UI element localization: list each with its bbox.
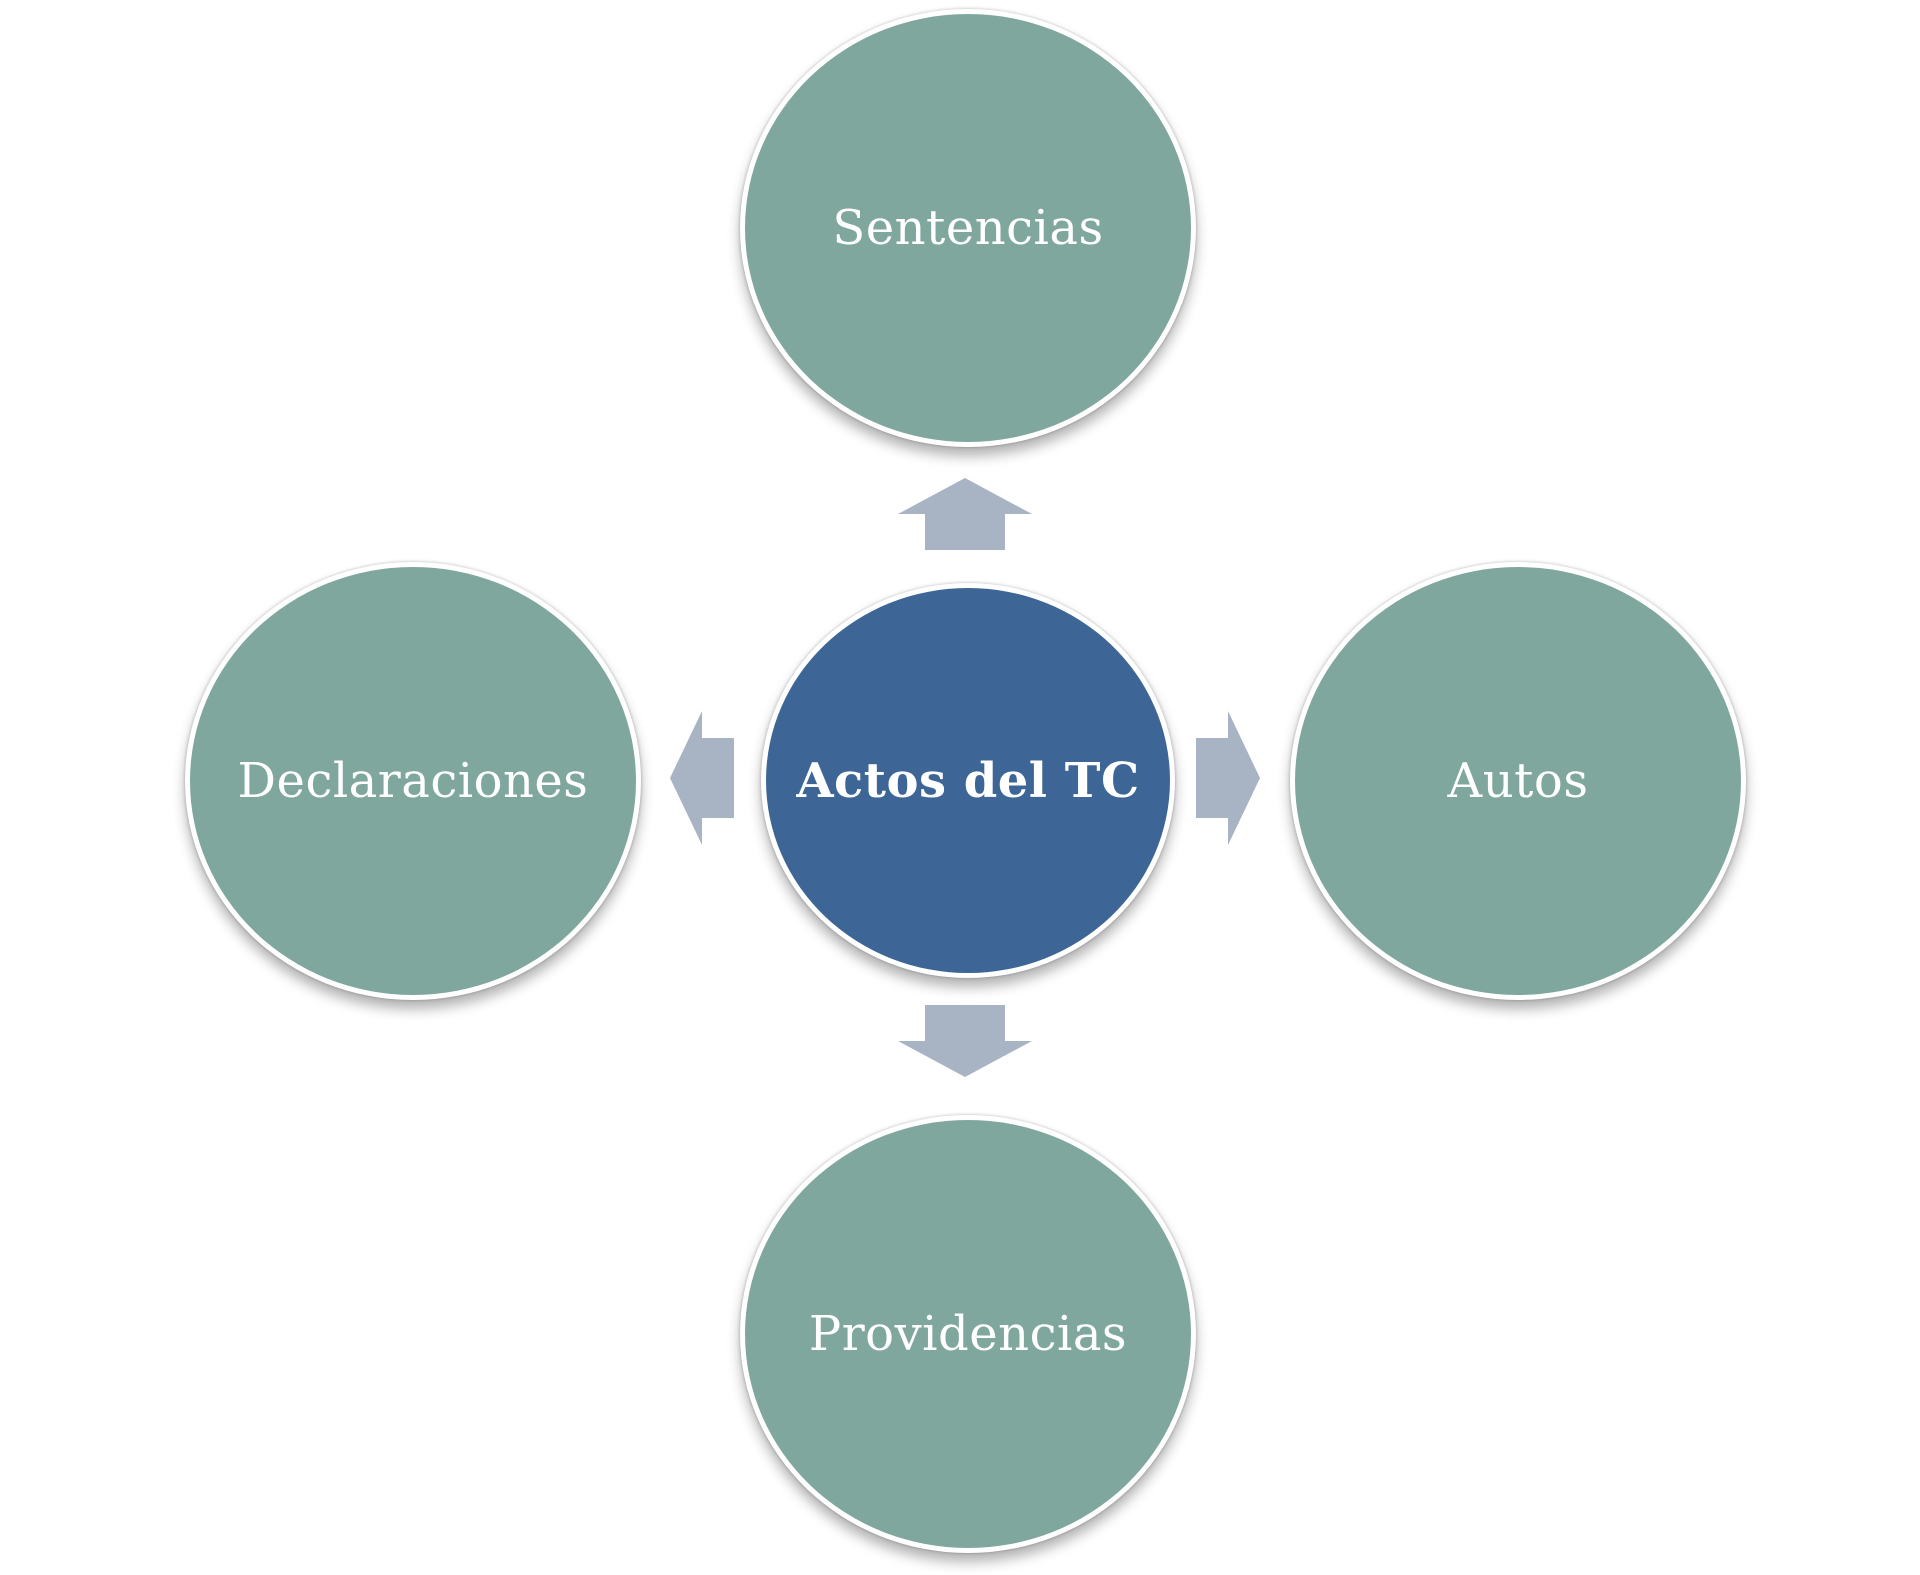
arrow-down-icon: [898, 1005, 1032, 1077]
node-label-sentencias: Sentencias: [832, 200, 1104, 256]
center-node-label: Actos del TC: [796, 752, 1140, 809]
node-label-declaraciones: Declaraciones: [237, 753, 589, 809]
node-autos: Autos: [1290, 562, 1746, 1000]
node-label-providencias: Providencias: [808, 1306, 1128, 1362]
arrow-right-icon: [1196, 711, 1260, 845]
node-declaraciones: Declaraciones: [185, 562, 641, 1000]
arrow-left-icon: [670, 711, 734, 845]
center-node: Actos del TC: [761, 583, 1175, 978]
node-sentencias: Sentencias: [740, 9, 1196, 447]
node-providencias: Providencias: [740, 1115, 1196, 1553]
arrow-up-icon: [898, 478, 1032, 550]
node-label-autos: Autos: [1447, 753, 1589, 809]
